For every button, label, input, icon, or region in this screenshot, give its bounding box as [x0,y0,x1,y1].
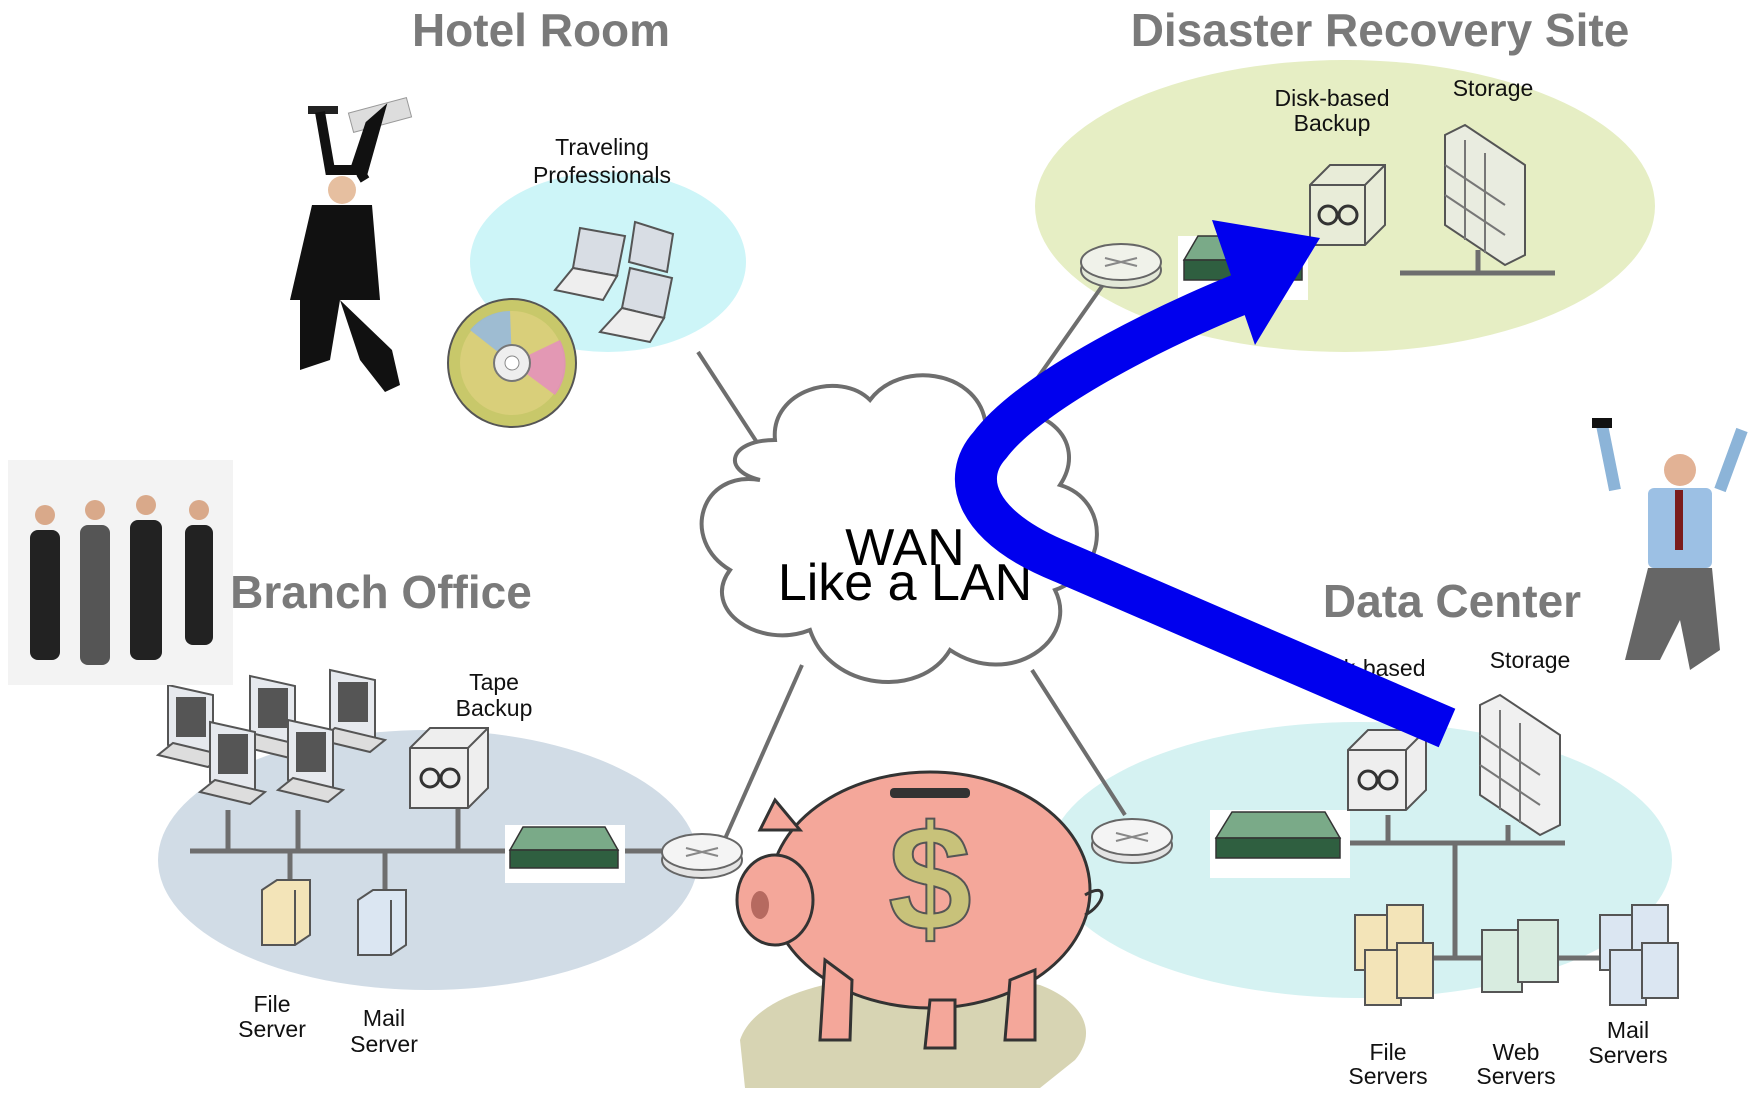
datacenter-title: Data Center [1323,575,1581,627]
dr-storage-label: Storage [1453,75,1534,101]
branch-router-icon [661,833,743,879]
web-servers-label-2: Servers [1476,1063,1555,1088]
hotel-title: Hotel Room [412,4,670,56]
dc-router-icon [1091,818,1173,864]
workstation-icon [155,683,226,769]
jumping-woman-image [290,96,413,392]
mail-servers-icon [1599,904,1679,1006]
mail-server-label-2: Server [350,1031,418,1057]
dc-storage-icon [1479,693,1561,837]
piggy-bank-icon [735,770,1104,1088]
dr-disk-backup-icon [1309,164,1386,246]
dc-storage-label: Storage [1490,647,1571,673]
file-servers-label-2: Servers [1348,1063,1427,1088]
dr-disk-backup-label-2: Backup [1294,110,1371,136]
laptop-icon [627,220,675,274]
dc-wan-optimizer-icon [1210,810,1350,878]
svg-text:$: $ [888,794,971,962]
workstation-icon [275,718,346,804]
branch-wan-optimizer-icon [505,825,625,883]
file-servers-label-1: File [1369,1039,1406,1065]
file-server-label-2: Server [238,1016,306,1042]
tape-backup-icon [409,727,489,809]
replication-arrowhead [1212,220,1320,345]
tape-label-1: Tape [469,669,519,695]
file-servers-icon [1354,904,1434,1006]
laptop-icon [553,226,627,302]
mail-server-label-1: Mail [363,1005,405,1031]
team-celebration-image [8,460,233,685]
wan-subtitle: Like a LAN [778,554,1032,612]
file-server-label-1: File [253,991,290,1017]
web-servers-icon [1481,919,1559,993]
branch-title: Branch Office [230,566,532,618]
traveling-label: Traveling [555,134,649,160]
workstation-icon [197,720,268,806]
wan-title: WAN [845,519,964,577]
jumping-man-image [1592,418,1748,670]
dr-storage-icon [1444,123,1526,267]
cd-disc-icon [447,298,577,428]
dr-router-icon [1080,243,1162,289]
dollar-sign-icon: $ [887,793,972,963]
professionals-label: Professionals [533,162,671,188]
web-servers-label-1: Web [1493,1039,1540,1065]
replication-arrow [954,266,1456,748]
dr-title: Disaster Recovery Site [1131,4,1630,56]
dr-disk-backup-label-1: Disk-based [1274,85,1389,111]
dc-disk-backup-icon [1347,729,1427,811]
mail-server-icon [357,889,407,956]
tape-label-2: Backup [456,695,533,721]
mail-servers-label-1: Mail [1607,1017,1649,1043]
mail-servers-label-2: Servers [1588,1042,1667,1068]
file-server-icon [261,879,311,946]
workstation-icon [317,668,388,754]
laptop-icon [598,266,674,344]
